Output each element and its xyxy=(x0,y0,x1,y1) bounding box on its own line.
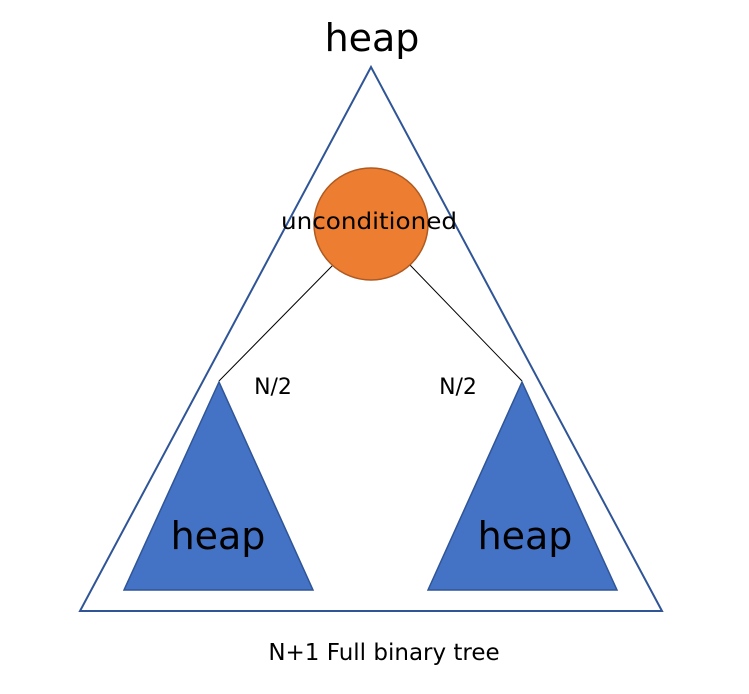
left-edge xyxy=(218,264,334,382)
root-node xyxy=(313,167,429,281)
left-edge-label: N/2 xyxy=(254,375,292,400)
caption: N+1 Full binary tree xyxy=(268,640,499,666)
right-subtree-triangle xyxy=(426,380,619,591)
top-heap-label: heap xyxy=(325,16,420,60)
root-label: unconditioned xyxy=(281,209,457,235)
right-edge-label: N/2 xyxy=(439,375,477,400)
right-subtree-label: heap xyxy=(478,514,573,558)
left-subtree-triangle xyxy=(122,380,315,591)
right-edge xyxy=(409,264,523,382)
outer-tree-triangle xyxy=(78,64,664,612)
left-subtree-label: heap xyxy=(171,514,266,558)
